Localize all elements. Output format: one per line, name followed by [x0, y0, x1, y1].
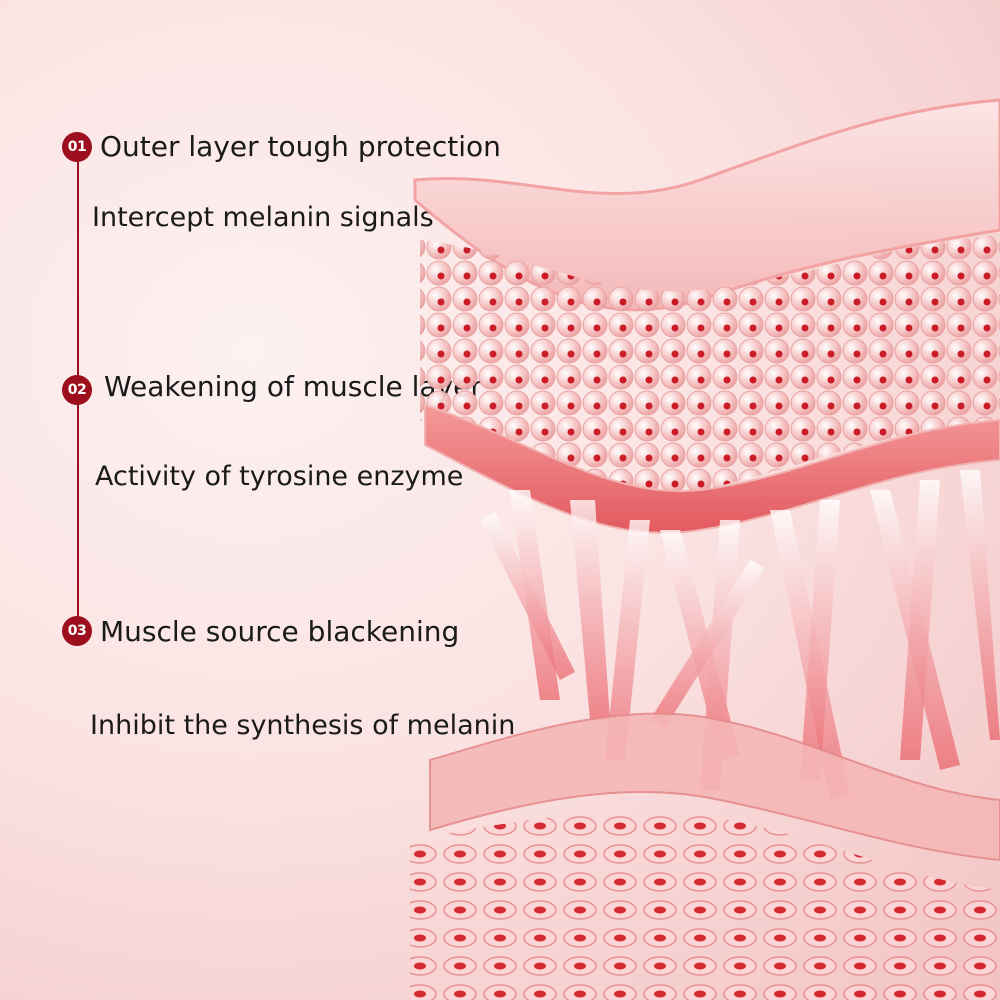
skin-layers-illustration: [410, 98, 1000, 1000]
step-2-detail: Activity of tyrosine enzyme: [95, 461, 464, 492]
step-1-detail: Intercept melanin signals: [92, 202, 434, 233]
cell-layer: [410, 811, 1000, 1000]
step-3-title: Muscle source blackening: [100, 615, 460, 648]
fiber-layer: [480, 470, 1000, 800]
step-1-number-badge: 01: [62, 132, 92, 162]
step-3-detail: Inhibit the synthesis of melanin: [90, 710, 516, 741]
step-2-title: Weakening of muscle layer: [104, 370, 482, 403]
step-2-number-badge: 02: [62, 375, 92, 405]
bead-layer: [420, 235, 1000, 496]
step-3-number-badge: 03: [62, 616, 92, 646]
base-layer-sheet: [429, 712, 1000, 862]
muscle-layer-sheet: [424, 403, 1000, 534]
step-1-title: Outer layer tough protection: [100, 130, 501, 163]
